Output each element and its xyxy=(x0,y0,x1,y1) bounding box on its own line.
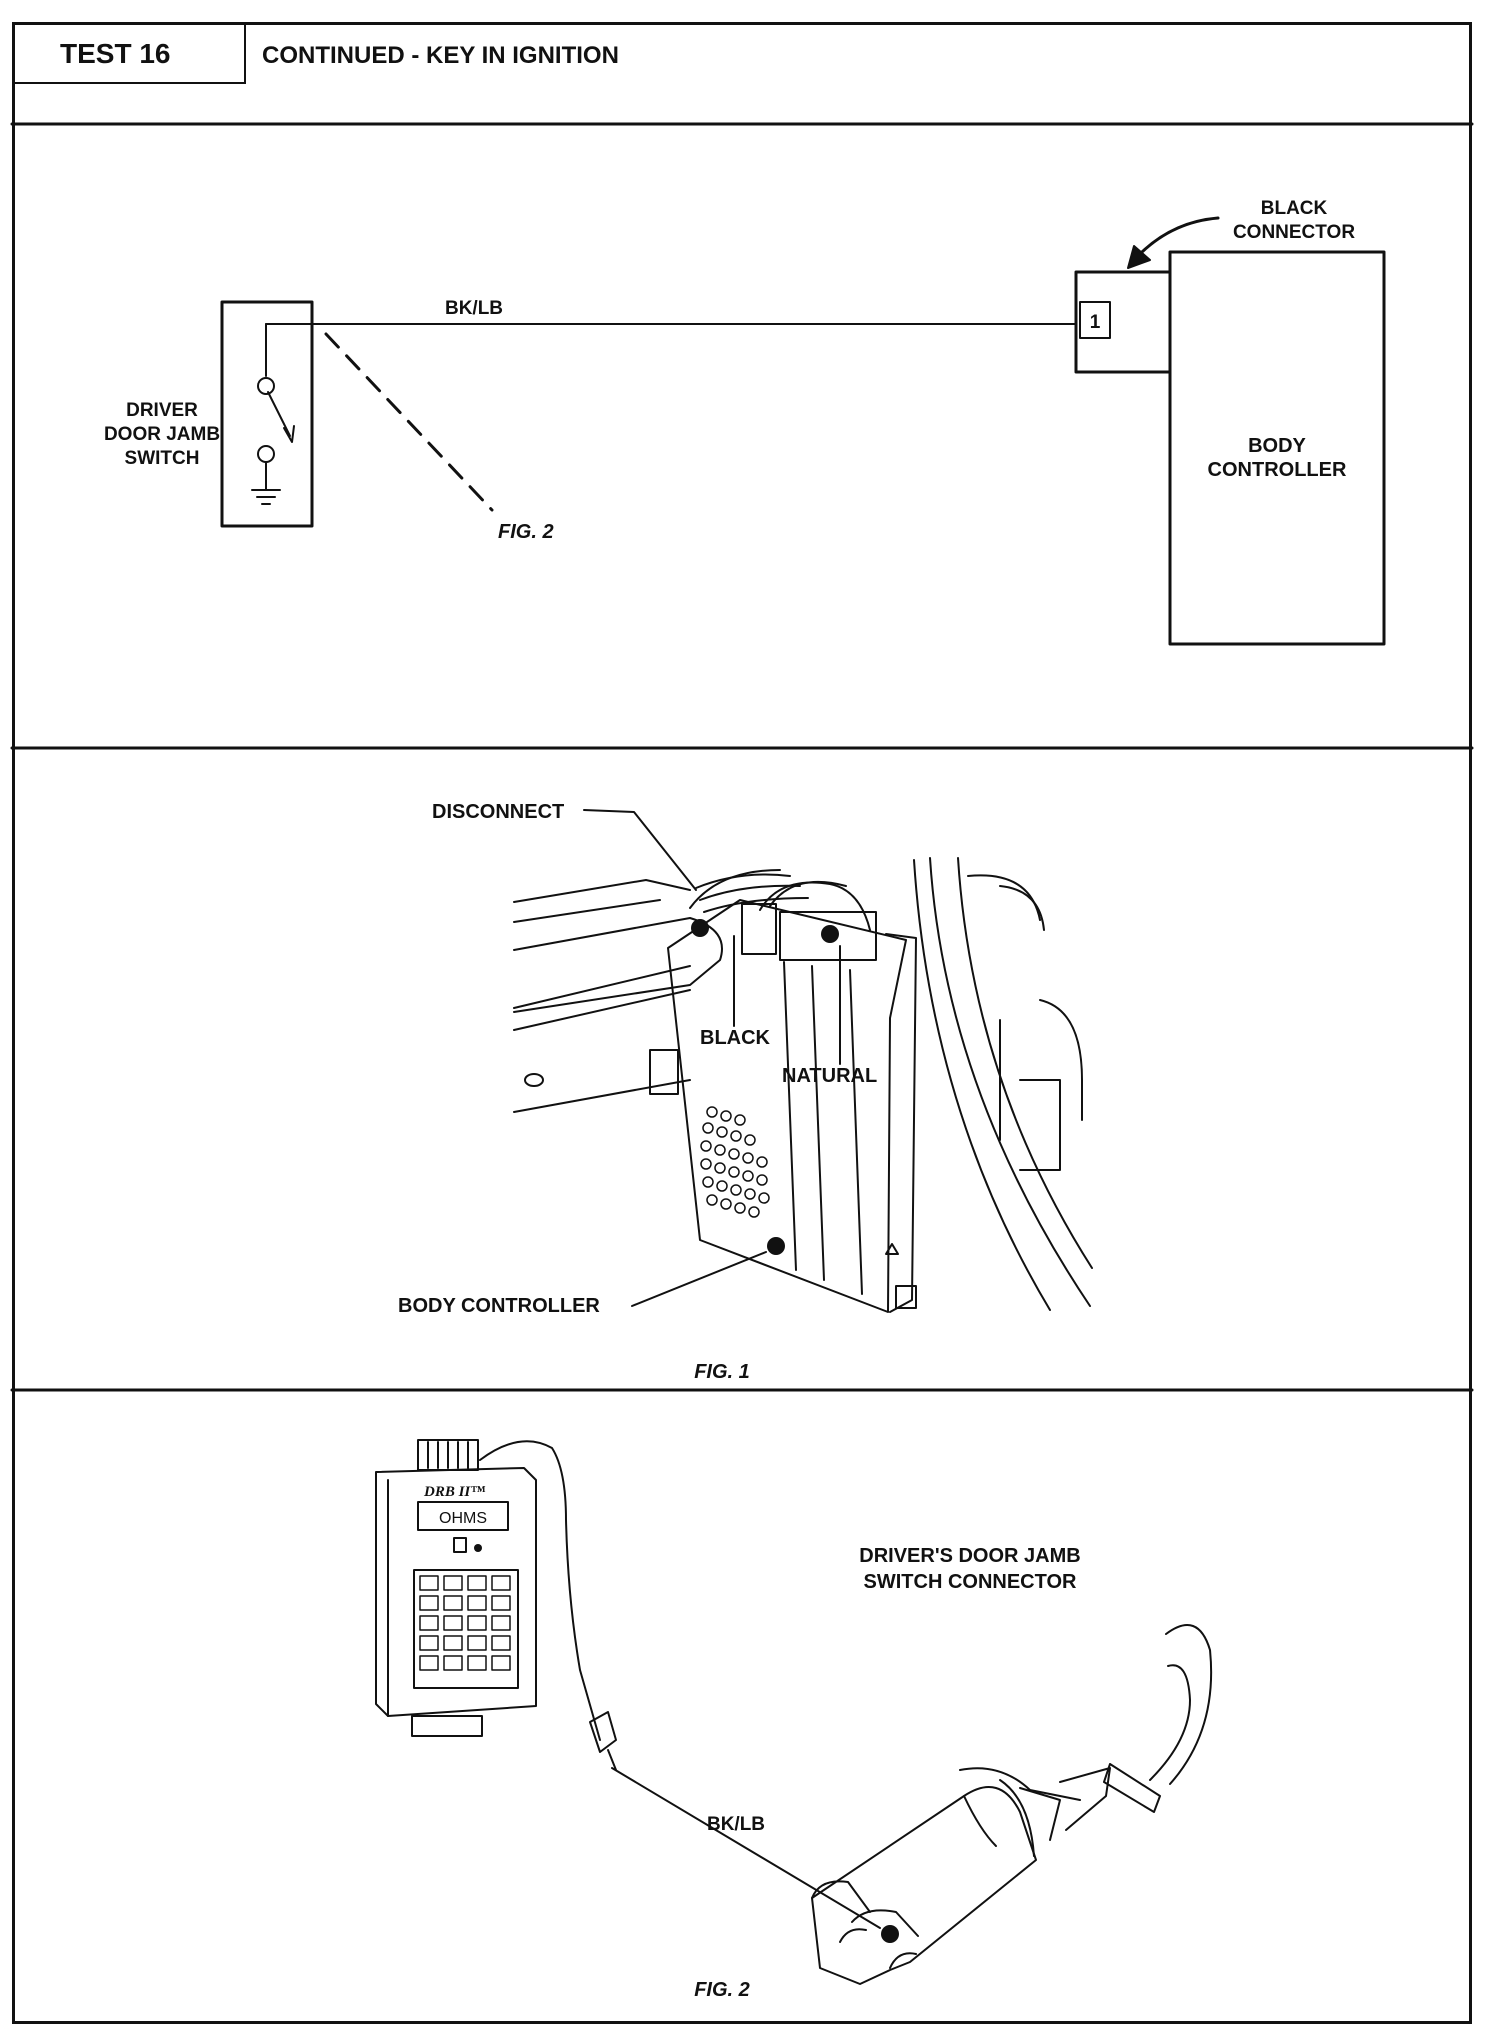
switch-label-line-3: SWITCH xyxy=(125,448,200,469)
body-controller-module-drawing xyxy=(667,869,917,1313)
door-jamb-switch-symbol xyxy=(220,300,314,528)
callout-natural: NATURAL xyxy=(782,1065,877,1087)
controller-label-line-2: CONTROLLER xyxy=(1208,459,1347,481)
page-title: CONTINUED - KEY IN IGNITION xyxy=(262,42,619,69)
schematic-figure-ref: FIG. 2 xyxy=(498,521,554,543)
connector-label-line-2-fig2: SWITCH CONNECTOR xyxy=(864,1571,1078,1593)
vent-holes xyxy=(700,1106,770,1218)
callout-disconnect: DISCONNECT xyxy=(432,801,564,823)
figure2-caption: FIG. 2 xyxy=(694,1979,750,2001)
page-frame xyxy=(12,22,1472,2024)
tester-brand: DRB II™ xyxy=(423,1484,485,1500)
controller-label-line-1: BODY xyxy=(1248,435,1306,457)
connector-label-line-1: BLACK xyxy=(1261,198,1328,219)
figure1-caption: FIG. 1 xyxy=(694,1361,750,1383)
connector-label-line-1-fig2: DRIVER'S DOOR JAMB xyxy=(859,1545,1080,1567)
schematic-wire-label: BK/LB xyxy=(445,298,503,319)
probe-lead xyxy=(479,1440,899,1943)
door-jamb-switch-connector-drawing xyxy=(811,1624,1213,1985)
vehicle-structure-lines xyxy=(513,857,1093,1311)
switch-label-line-2: DOOR JAMB xyxy=(104,424,220,445)
callout-leaders xyxy=(583,809,841,1307)
tester-display: OHMS xyxy=(439,1510,487,1527)
switch-label-line-1: DRIVER xyxy=(126,400,198,421)
fig2-wire-label: BK/LB xyxy=(707,1814,765,1835)
body-controller-box xyxy=(1168,250,1386,646)
connector-label-line-2: CONNECTOR xyxy=(1233,222,1355,243)
drb-tester-drawing xyxy=(375,1439,537,1737)
callout-body-controller: BODY CONTROLLER xyxy=(398,1295,600,1317)
callout-black: BLACK xyxy=(700,1027,771,1049)
test-number: TEST 16 xyxy=(60,38,171,69)
test-number-box xyxy=(12,22,246,84)
connector-pointer-arrow xyxy=(1127,216,1220,269)
tester-keypad xyxy=(419,1575,511,1671)
callout-dots xyxy=(691,919,839,1255)
fig2-leader-line xyxy=(324,332,494,512)
connector-pin-number: 1 xyxy=(1090,312,1101,333)
